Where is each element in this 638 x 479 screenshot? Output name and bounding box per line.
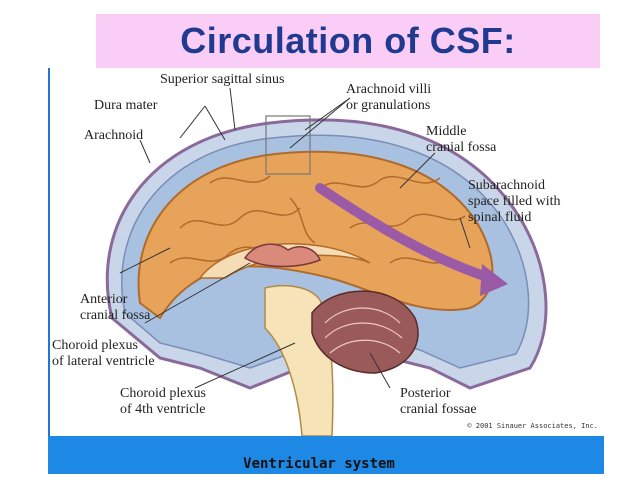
- figure-caption: Ventricular system: [243, 456, 395, 472]
- brain-illustration: [105, 87, 548, 436]
- title-banner: Circulation of CSF:: [96, 14, 600, 68]
- label-choroid-4th: Choroid plexus: [120, 386, 206, 401]
- caption-bar: [48, 436, 604, 474]
- label-superior-sagittal-sinus: Superior sagittal sinus: [160, 72, 285, 87]
- slide-title: Circulation of CSF:: [180, 20, 516, 61]
- cerebellum: [311, 290, 419, 374]
- csf-flow-arrowhead: [480, 264, 508, 296]
- label-subarachnoid-line2: space filled with: [468, 194, 561, 209]
- label-middle-fossa: Middle: [426, 124, 467, 139]
- label-choroid-lateral: Choroid plexus: [52, 338, 138, 353]
- label-subarachnoid: Subarachnoid: [468, 178, 545, 193]
- label-dura-mater: Dura mater: [94, 98, 158, 113]
- cerebellum-folia: [324, 307, 403, 354]
- label-arachnoid: Arachnoid: [84, 128, 144, 143]
- label-middle-fossa-line2: cranial fossa: [426, 140, 497, 155]
- label-arachnoid-villi: Arachnoid villi: [346, 82, 432, 97]
- brain-diagram: Superior sagittal sinus Dura mater Arach…: [48, 68, 606, 436]
- label-anterior-fossa: Anterior: [80, 292, 128, 307]
- villi-inset-box: [265, 115, 311, 175]
- label-choroid-lateral-line2: of lateral ventricle: [52, 354, 155, 369]
- label-arachnoid-villi-line2: or granulations: [346, 98, 431, 113]
- csf-flow-arrow: [315, 183, 495, 283]
- copyright-notice: © 2001 Sinauer Associates, Inc.: [467, 422, 598, 430]
- leader-lines: [119, 87, 471, 389]
- label-choroid-4th-line2: of 4th ventricle: [120, 402, 206, 417]
- label-posterior-fossae: Posterior: [400, 386, 451, 401]
- choroid-plexus-lateral: [243, 243, 321, 268]
- label-anterior-fossa-line2: cranial fossa: [80, 308, 151, 323]
- label-posterior-fossae-line2: cranial fossae: [400, 402, 477, 417]
- label-subarachnoid-line3: spinal fluid: [468, 210, 532, 225]
